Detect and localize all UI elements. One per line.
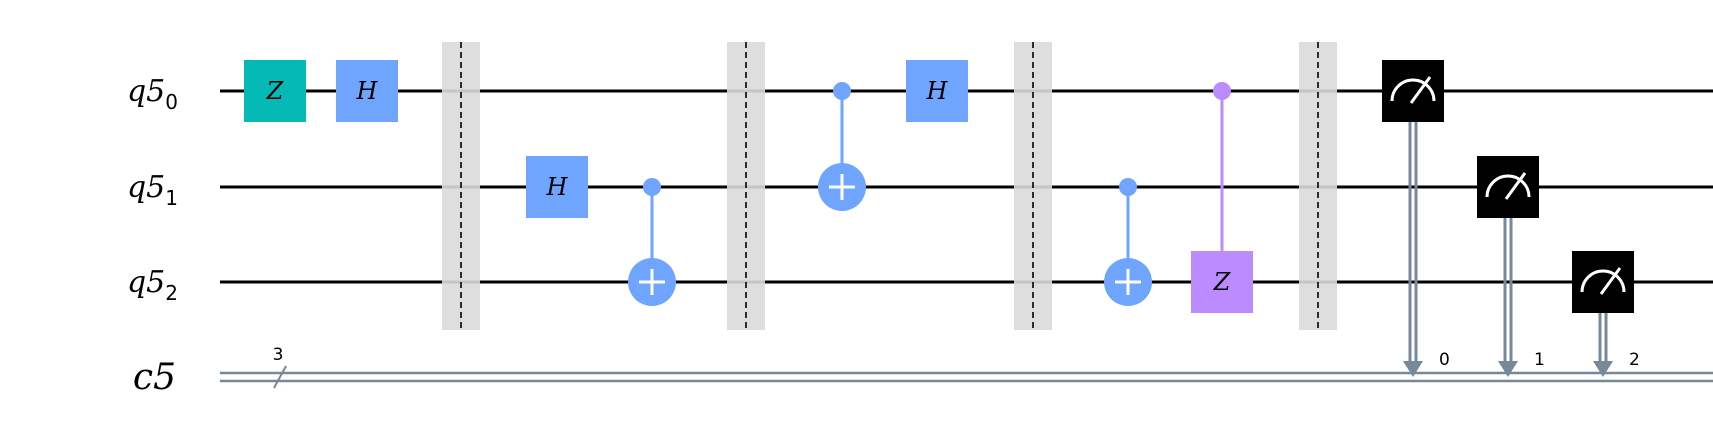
measure-arrow — [1593, 361, 1613, 377]
qubit-name: q5 — [127, 265, 165, 300]
qubit-name: q5 — [127, 74, 165, 109]
measure-meter-needle — [1599, 267, 1622, 295]
control-dot — [643, 178, 661, 196]
qubit-index: 2 — [165, 281, 178, 305]
clbit-label: c5 — [133, 357, 176, 398]
gate-z-label: Z — [266, 77, 285, 105]
qubit-label: q52 — [127, 265, 178, 305]
measure-clbit-label: 2 — [1629, 350, 1640, 370]
measure-meter-needle — [1504, 172, 1527, 200]
qubit-name: q5 — [127, 170, 165, 205]
measure-meter-arc — [1485, 174, 1531, 198]
gate-cz — [1191, 251, 1253, 313]
qubit-label: q50 — [127, 74, 178, 114]
qubit-index: 0 — [165, 90, 178, 114]
measure-gate — [1382, 60, 1444, 122]
control-dot — [1119, 178, 1137, 196]
control-dot — [833, 82, 851, 100]
qubit-index: 1 — [165, 186, 178, 210]
measure-meter-needle — [1409, 76, 1432, 104]
register-width-label: 3 — [273, 345, 284, 365]
gates: Z H H H Z 0 1 2 — [244, 42, 1640, 377]
gate-h — [336, 60, 398, 122]
gate-h-label: H — [926, 77, 949, 105]
gate-h — [906, 60, 968, 122]
gate-cz-label: Z — [1213, 268, 1232, 296]
measure-clbit-label: 1 — [1534, 350, 1545, 370]
measure-gate — [1477, 156, 1539, 218]
qubit-label: q51 — [127, 170, 178, 210]
measure-gate — [1572, 251, 1634, 313]
measure-arrow — [1498, 361, 1518, 377]
gate-h-label: H — [546, 173, 569, 201]
measure-meter-arc — [1580, 269, 1626, 293]
register-width-slash — [273, 365, 287, 389]
gate-h — [526, 156, 588, 218]
measure-clbit-label: 0 — [1439, 350, 1450, 370]
measure-arrow — [1403, 361, 1423, 377]
gate-h-label: H — [356, 77, 379, 105]
control-dot — [1213, 82, 1231, 100]
gate-z — [244, 60, 306, 122]
measure-meter-arc — [1390, 78, 1436, 102]
